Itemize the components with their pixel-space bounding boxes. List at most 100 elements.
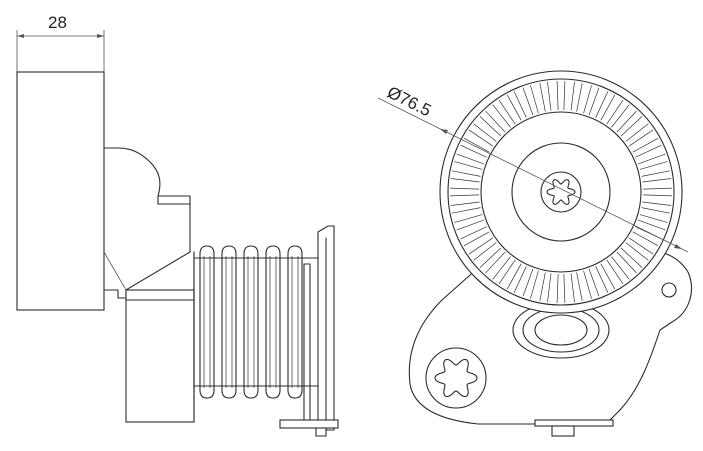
pulley-rib [642, 194, 672, 197]
spring-coil-inner [269, 256, 277, 388]
pulley-rib [485, 110, 506, 133]
pulley-rib [632, 137, 659, 153]
pulley-rib [506, 94, 522, 121]
pulley-rib [606, 99, 624, 125]
pulley-rib [620, 116, 643, 137]
spring-coil [221, 245, 237, 399]
width-dimension: 28 [16, 13, 105, 72]
pulley-rib [513, 266, 527, 293]
pulley-rib [451, 207, 481, 214]
spring-coil-inner [225, 256, 233, 388]
pulley-rib [454, 214, 483, 223]
pulley-rib [479, 116, 502, 137]
pulley-rib [611, 256, 630, 280]
pulley-rib [583, 270, 592, 299]
pulley-rib [588, 268, 600, 297]
pulley-rib [583, 85, 592, 114]
pulley-rib [473, 242, 497, 261]
pulley-rib [492, 104, 511, 128]
pulley-rib [616, 251, 637, 274]
pulley-rib [463, 137, 490, 153]
pulley-rib [498, 259, 516, 285]
pulley-rib [616, 110, 637, 133]
pulley-rib [456, 153, 485, 165]
pulley-ribs [450, 81, 672, 303]
pulley-front [439, 70, 683, 314]
pulley-rib [506, 263, 522, 290]
mounting-plate [279, 225, 339, 437]
pulley-rib [454, 161, 483, 170]
pulley-rib [563, 273, 566, 303]
pulley-rib [463, 231, 490, 247]
spring-coil-inner [247, 256, 255, 388]
pulley-rib [606, 259, 624, 285]
pulley-rib [600, 94, 616, 121]
pulley-rib [576, 82, 583, 112]
pulley-rib [625, 242, 649, 261]
base-block [125, 289, 195, 423]
pulley-rib [547, 81, 552, 111]
pulley-rib [513, 91, 527, 118]
pulley-rib [451, 170, 481, 177]
pulley-rib [595, 91, 609, 118]
spring-coil [199, 245, 215, 399]
pulley-rib [556, 273, 559, 303]
side-view: 28 [16, 13, 339, 437]
pulley-rib [530, 270, 539, 299]
pulley-rib [530, 85, 539, 114]
pulley-rib [637, 219, 666, 231]
pulley-rib [492, 256, 511, 280]
spring-coil [265, 245, 281, 399]
pulley-rib [522, 87, 534, 116]
pulley-rib [595, 266, 609, 293]
spring-coil-inner [291, 256, 299, 388]
pulley-rib [456, 219, 485, 231]
pulley-rib [479, 247, 502, 268]
spring-coils [199, 245, 303, 399]
spring-coil [287, 245, 303, 399]
pulley-rib [620, 247, 643, 268]
spring-coil-inner [203, 256, 211, 388]
pulley-rib [628, 237, 654, 255]
pulley-rib [522, 268, 534, 297]
pivot-hole [661, 282, 677, 298]
pulley-rib [539, 82, 546, 112]
pulley-rib [473, 123, 497, 142]
pulley-rib [641, 170, 671, 177]
pulley-rib [639, 161, 668, 170]
bottom-lug [534, 419, 614, 437]
pulley-rib [460, 144, 487, 158]
pulley-rib [468, 129, 494, 147]
spring-coil [243, 245, 259, 399]
pulley-rib [570, 273, 575, 303]
front-view: Ø76.5 [377, 70, 692, 437]
pulley-rib [632, 231, 659, 247]
width-dimension-label: 28 [48, 13, 67, 32]
pulley-rib [628, 129, 654, 147]
pulley-rib [450, 178, 480, 183]
pulley-rib [468, 237, 494, 255]
pulley-rib [637, 153, 666, 165]
center-torx-icon [546, 179, 576, 205]
pulley-rib [485, 251, 506, 274]
pulley-rib [642, 201, 672, 206]
pulley-rib [460, 226, 487, 240]
pulley-rib [639, 214, 668, 223]
pulley-rib [600, 263, 616, 290]
pulley-rib [563, 81, 566, 111]
diameter-dimension-label: Ø76.5 [384, 83, 434, 121]
pulley-rib [635, 144, 662, 158]
mounting-bolt [425, 347, 487, 409]
pulley-rib [556, 81, 559, 111]
pulley-rib [450, 201, 480, 206]
pulley-rib [642, 178, 672, 183]
pulley-rib [576, 272, 583, 302]
pulley-rib [611, 104, 630, 128]
pulley-rib [588, 87, 600, 116]
pulley-rib [641, 207, 671, 214]
pulley-rib [450, 187, 480, 190]
tensioner-arm-side [103, 147, 191, 299]
torx-socket-icon [434, 358, 478, 398]
pulley-rib [450, 194, 480, 197]
